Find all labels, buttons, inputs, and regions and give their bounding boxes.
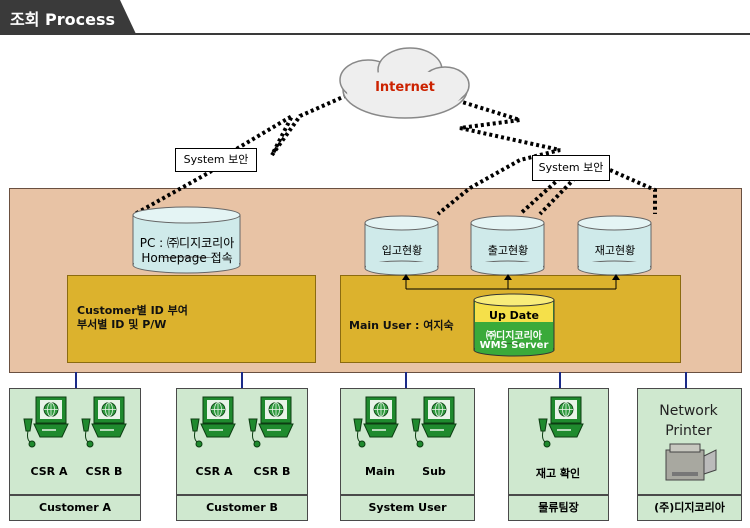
customer-b-title: Customer B	[176, 495, 308, 521]
internet-cloud-icon	[339, 47, 470, 119]
outbound-db-icon	[470, 215, 545, 276]
customer-b-panel	[176, 388, 308, 495]
client-label: CSR B	[85, 465, 123, 478]
update-arrows	[405, 279, 617, 290]
homepage-db-label-2: Homepage 접속	[141, 251, 233, 265]
client-label: 재고 확인	[535, 467, 581, 480]
inventory-db-label: 재고현황	[594, 244, 636, 257]
header-divider	[0, 33, 750, 35]
system-user-panel	[340, 388, 475, 495]
right-dotted-link-b	[518, 176, 562, 216]
wms-server-icon	[473, 293, 555, 357]
inbound-db-icon	[364, 215, 439, 276]
system-user-title: System User	[340, 495, 475, 521]
right-dotted-link-c	[538, 176, 577, 216]
client-label: CSR B	[253, 465, 291, 478]
wms-company-label: ㈜디지코리아	[486, 331, 542, 342]
homepage-db-label-1: PC : ㈜디지코리아	[139, 236, 235, 250]
logistics-manager-title: 물류팀장	[508, 495, 609, 521]
customer-id-text: Customer별 ID 부여	[77, 304, 188, 317]
customer-a-panel	[9, 388, 141, 495]
header-tab-shape	[0, 0, 136, 34]
client-label: Main	[365, 465, 395, 478]
right-dotted-link-d	[609, 168, 657, 214]
client-label: CSR A	[195, 465, 233, 478]
inbound-db-label: 입고현황	[381, 244, 423, 257]
homepage-db-icon	[132, 206, 241, 274]
department-id-text: 부서별 ID 및 P/W	[77, 318, 167, 331]
client-label: CSR A	[30, 465, 68, 478]
left-server-box	[67, 275, 316, 363]
client-label: Sub	[422, 465, 446, 478]
customer-a-title: Customer A	[9, 495, 141, 521]
network-links	[75, 372, 687, 388]
internet-label: Internet	[375, 80, 435, 95]
outbound-db-label: 출고현황	[487, 244, 529, 257]
wms-update-label: Up Date	[489, 309, 539, 322]
page-title: 조회 Process	[10, 10, 116, 29]
printer-label-line2: Printer	[665, 423, 712, 439]
wms-server-label: WMS Server	[479, 340, 549, 351]
printer-panel-title: (주)디지코리아	[637, 495, 742, 521]
main-user-text: Main User : 여지숙	[349, 319, 454, 332]
printer-label-line1: Network	[659, 403, 718, 419]
inventory-db-icon	[577, 215, 652, 276]
right-dotted-link-a	[436, 95, 561, 216]
left-dotted-link	[134, 91, 353, 216]
right-security-callout: System 보안	[532, 155, 610, 181]
left-security-callout: System 보안	[175, 148, 257, 172]
